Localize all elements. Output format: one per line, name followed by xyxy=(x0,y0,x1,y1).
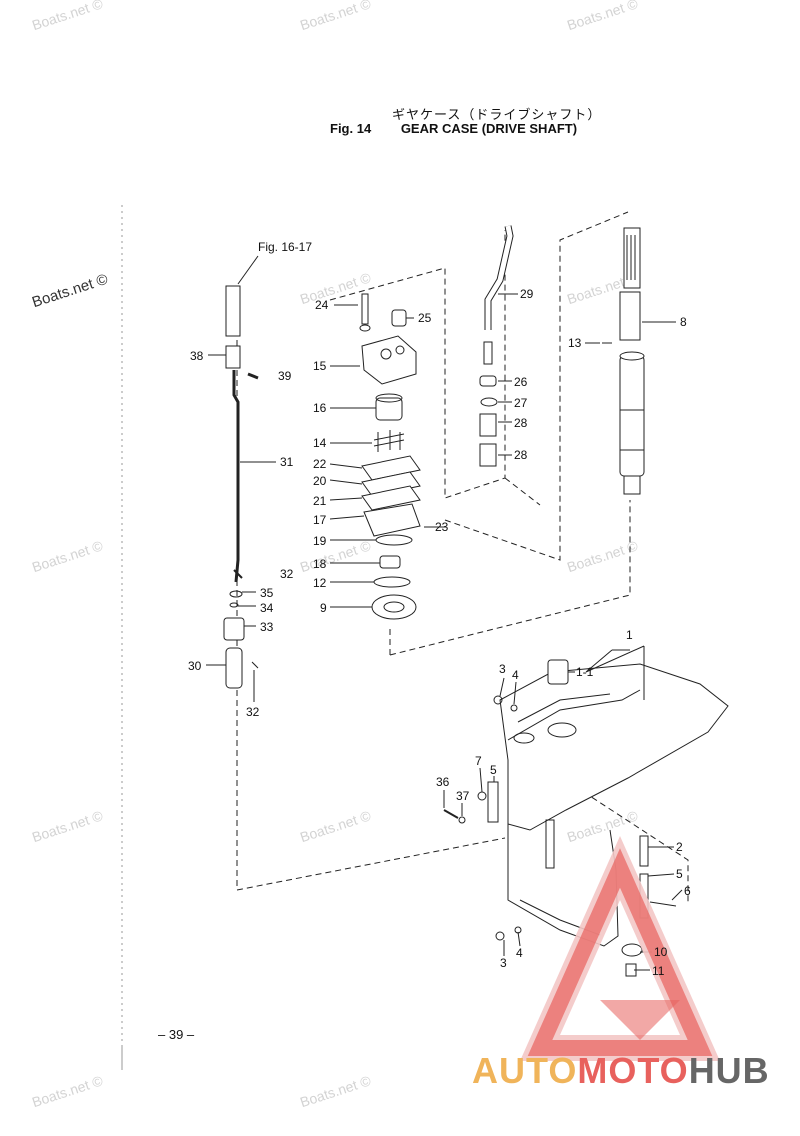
callout-9: 9 xyxy=(320,601,327,615)
callout-12: 12 xyxy=(313,576,327,590)
callout-23: 23 xyxy=(435,520,449,534)
callout-15: 15 xyxy=(313,359,327,373)
brand-logo-triangle xyxy=(519,835,721,1061)
callout-7: 7 xyxy=(475,754,482,768)
callout-14: 14 xyxy=(313,436,327,450)
callout-3: 3 xyxy=(499,662,506,676)
callout-33: 33 xyxy=(260,620,274,634)
alignment-line-rod xyxy=(444,211,629,561)
brand-logo: AUTOMOTOHUB xyxy=(472,1050,770,1092)
callout-24: 24 xyxy=(315,298,329,312)
alignment-line-left xyxy=(236,300,506,891)
callout-25: 25 xyxy=(418,311,432,325)
shift-rod-parts xyxy=(479,225,514,467)
callout-11: 11 xyxy=(652,964,665,978)
callout-31: 31 xyxy=(280,455,294,469)
callout-20: 20 xyxy=(313,474,327,488)
title-english: GEAR CASE (DRIVE SHAFT) xyxy=(400,121,578,136)
callout-37: 37 xyxy=(456,789,470,803)
callout-13: 13 xyxy=(568,336,582,350)
callout-32: 32 xyxy=(280,567,294,581)
title-japanese: ギヤケース（ドライブシャフト） xyxy=(392,107,602,122)
callout-30: 30 xyxy=(188,659,202,673)
brand-part-hub: HUB xyxy=(688,1050,770,1091)
alignment-line-pump xyxy=(329,230,506,499)
callout-6: 6 xyxy=(684,884,691,898)
callout-32: 32 xyxy=(246,705,260,719)
callout-2: 2 xyxy=(676,840,683,854)
alignment-line-bearing xyxy=(389,500,631,656)
callout-35: 35 xyxy=(260,586,274,600)
callout-5: 5 xyxy=(490,763,497,777)
callout-1: 1 xyxy=(626,628,633,642)
callout-1-1: 1-1 xyxy=(576,665,594,679)
callout-39: 39 xyxy=(278,369,292,383)
alignment-line-right xyxy=(549,769,689,905)
water-pump-parts xyxy=(359,293,434,620)
callout-36: 36 xyxy=(436,775,450,789)
callout-5: 5 xyxy=(676,867,683,881)
callout-8: 8 xyxy=(680,315,687,329)
callout-10: 10 xyxy=(654,945,668,959)
callout-27: 27 xyxy=(514,396,528,410)
figure-number: Fig. 14 xyxy=(330,121,372,136)
callout-4: 4 xyxy=(516,946,523,960)
brand-part-moto: MOTO xyxy=(577,1050,689,1091)
gear-case-body xyxy=(443,659,729,977)
shift-rod-assembly xyxy=(223,285,259,689)
callout-26: 26 xyxy=(514,375,528,389)
callout-22: 22 xyxy=(313,457,327,471)
callout-18: 18 xyxy=(313,557,327,571)
figure-reference: Fig. 16-17 xyxy=(258,240,313,254)
callout-28: 28 xyxy=(514,416,528,430)
callout-4: 4 xyxy=(512,668,519,682)
callout-38: 38 xyxy=(190,349,204,363)
figure-title: Fig. 14 GEAR CASE (DRIVE SHAFT) xyxy=(330,121,577,136)
callout-16: 16 xyxy=(313,401,327,415)
callout-17: 17 xyxy=(313,513,327,527)
alignment-line xyxy=(504,477,541,506)
callout-29: 29 xyxy=(520,287,534,301)
callout-3: 3 xyxy=(500,956,507,970)
page-number: – 39 – xyxy=(158,1027,195,1042)
callout-28: 28 xyxy=(514,448,528,462)
callout-19: 19 xyxy=(313,534,327,548)
callout-21: 21 xyxy=(313,494,327,508)
leader-lines xyxy=(206,255,683,971)
drive-shaft xyxy=(619,227,645,495)
callout-34: 34 xyxy=(260,601,274,615)
brand-part-auto: AUTO xyxy=(472,1050,578,1091)
